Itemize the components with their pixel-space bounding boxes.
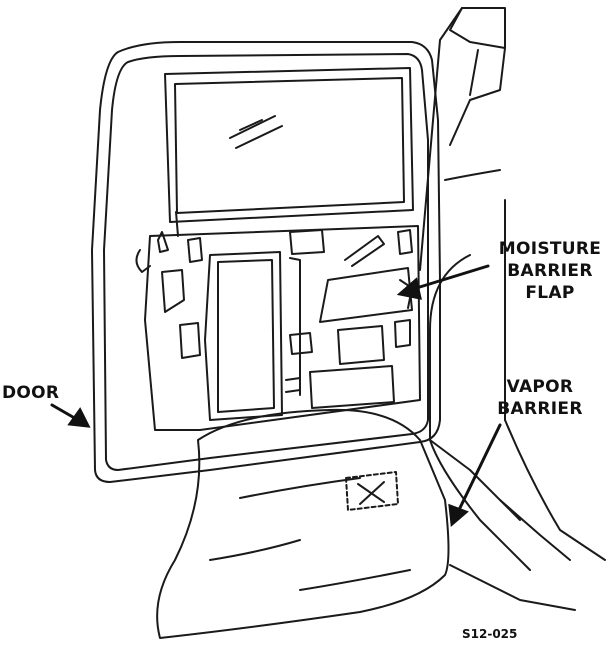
- vapor-label-line-1: VAPOR: [507, 377, 574, 397]
- moisture-label-line-3: FLAP: [525, 283, 574, 303]
- door-outer-frame: [91, 41, 441, 483]
- vapor-label-line-2: BARRIER: [497, 399, 582, 419]
- callout-arrows: [50, 264, 502, 527]
- door-inner-panel: [135, 225, 421, 431]
- moisture-label-line-1: MOISTURE: [499, 239, 601, 259]
- vapor-barrier-arrowhead: [448, 503, 469, 527]
- door-window: [164, 67, 414, 237]
- door-label: DOOR: [2, 383, 59, 403]
- figure-id: S12-025: [462, 627, 517, 641]
- vehicle-body: [419, 7, 606, 611]
- moisture-label-line-2: BARRIER: [507, 261, 592, 281]
- moisture-flap-arrowhead: [396, 277, 422, 300]
- vapor-barrier-sheet: [156, 408, 450, 639]
- door-arrowhead: [67, 407, 91, 428]
